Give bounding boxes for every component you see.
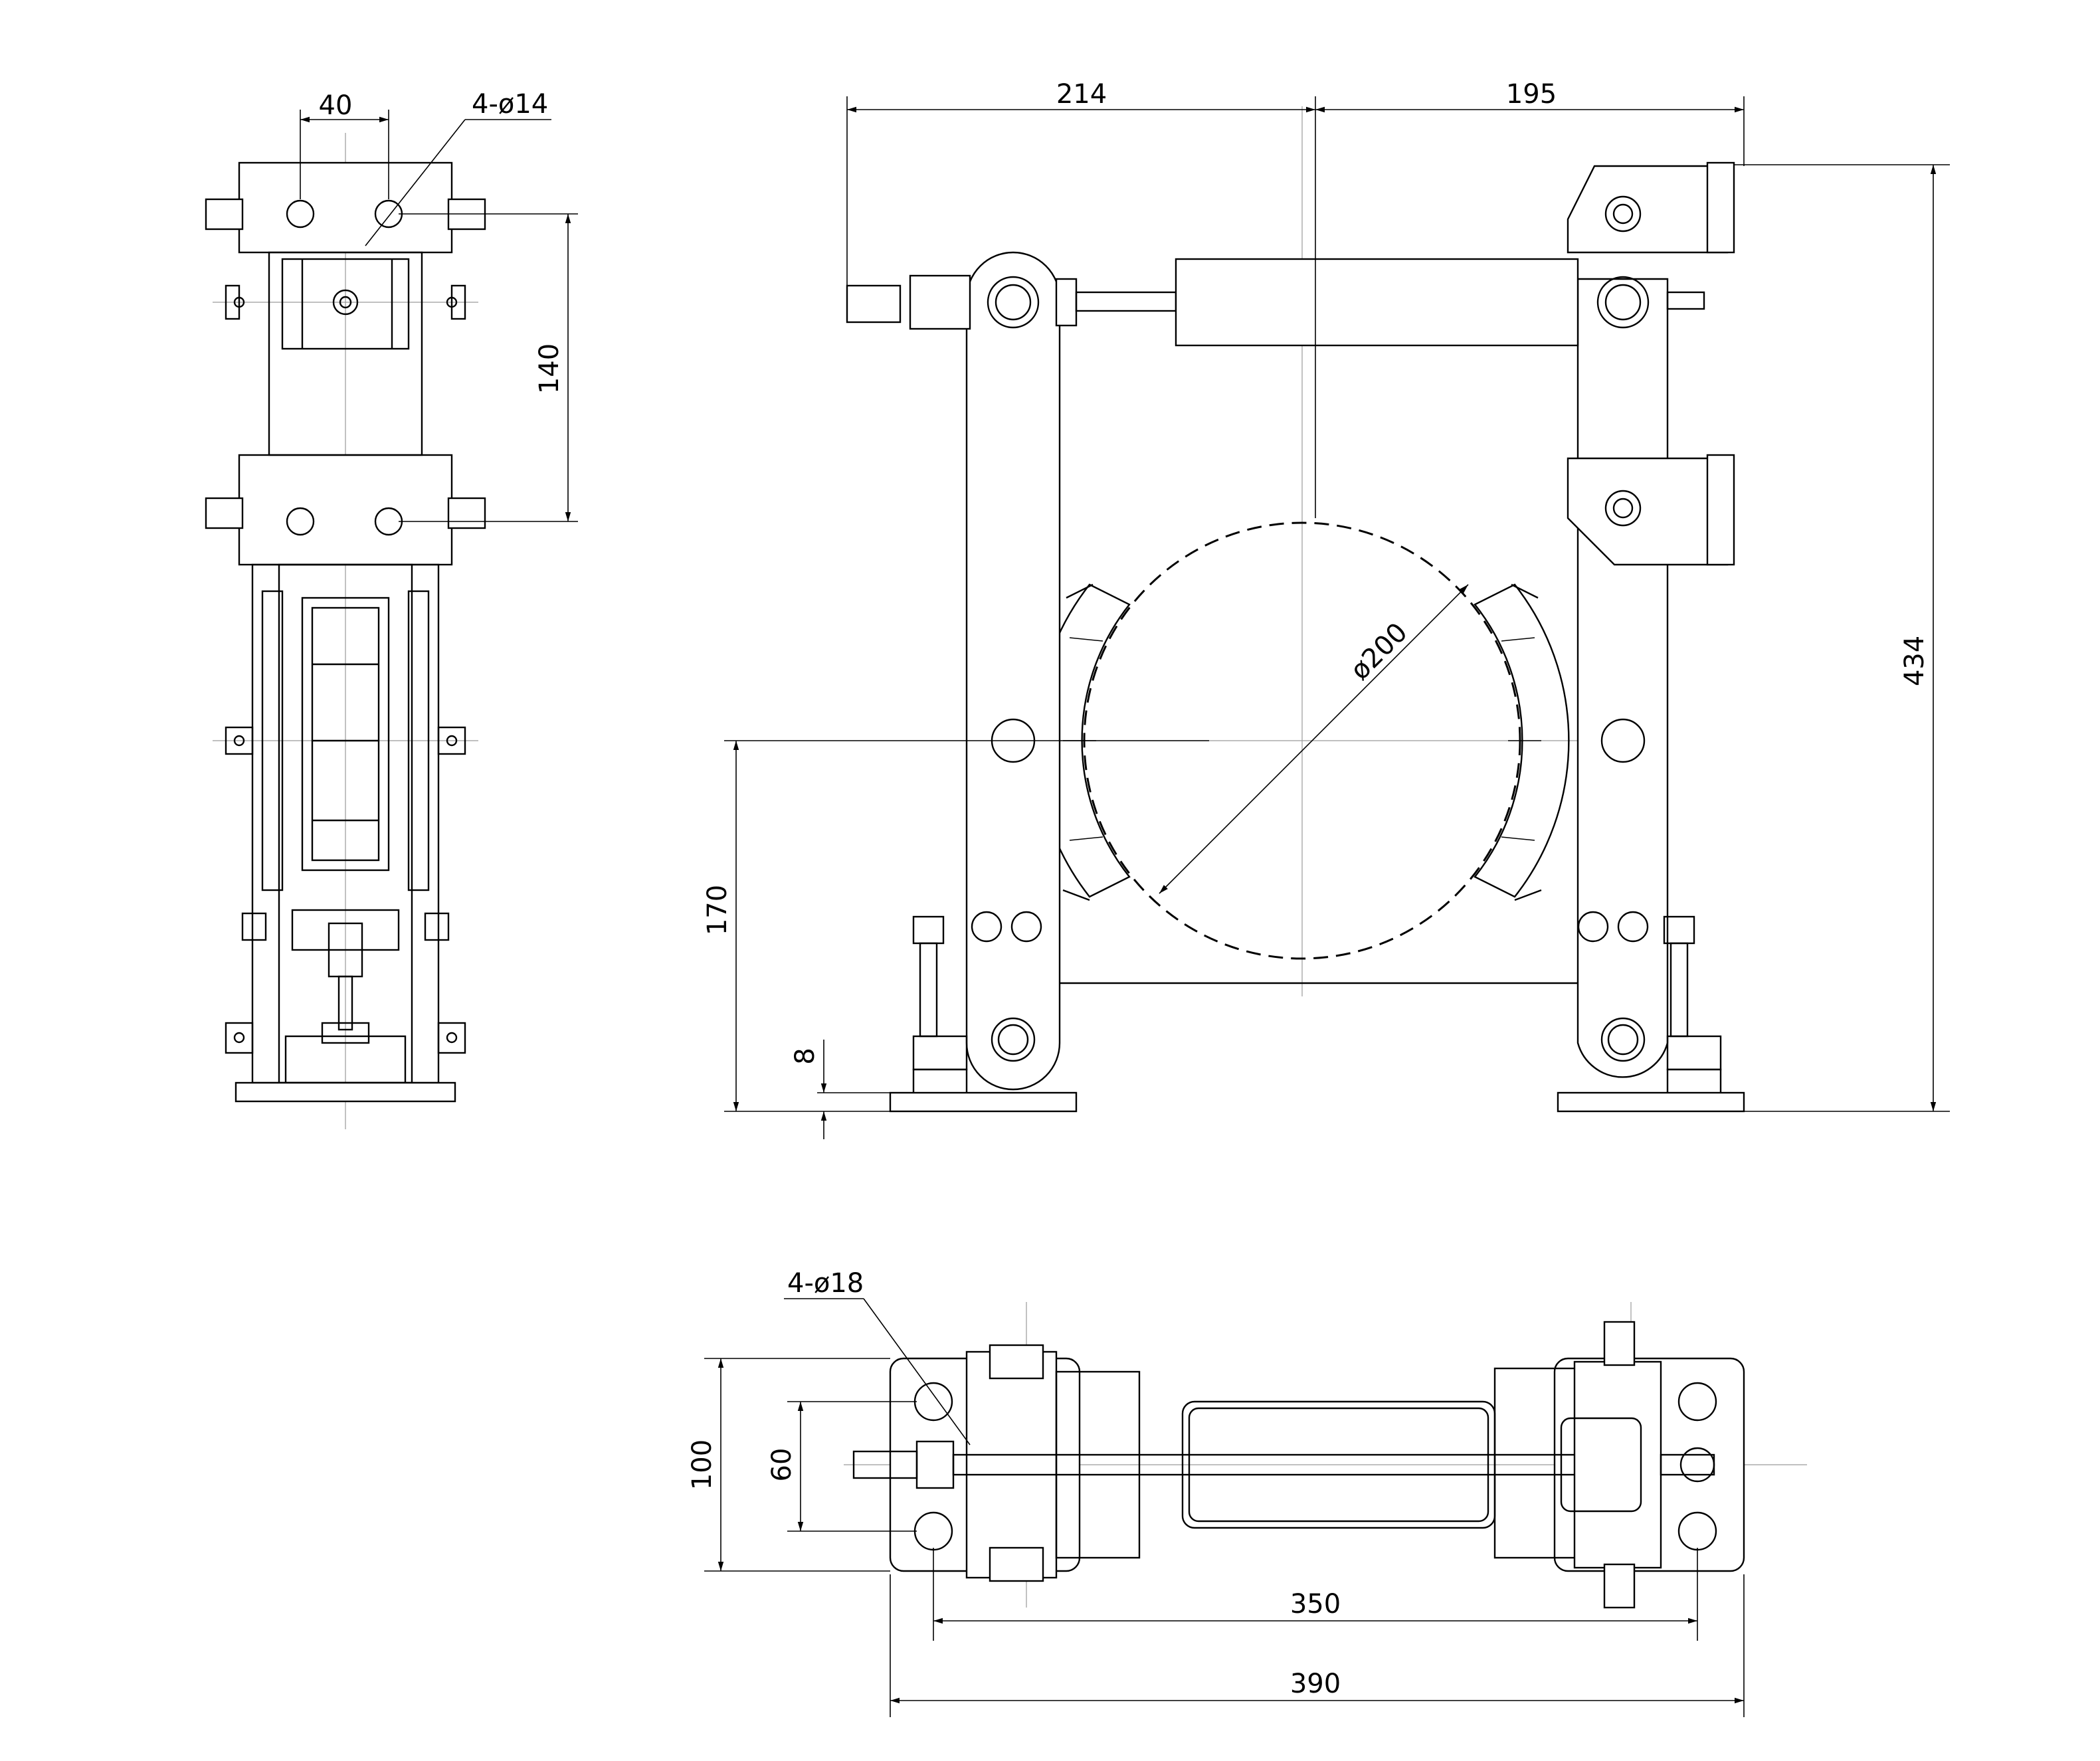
dim-vertical-spacing: 140 — [534, 343, 565, 394]
callout-holes-18: 4-ø18 — [787, 1268, 864, 1299]
dim-total-height: 434 — [1899, 636, 1930, 686]
dim-base-width: 100 — [687, 1439, 717, 1490]
dim-axis-height: 170 — [702, 885, 733, 935]
front-view: 214 195 434 170 8 ø200 — [702, 79, 1950, 1139]
dim-left-span: 214 — [1056, 79, 1107, 110]
dim-hole-spacing: 40 — [319, 90, 353, 121]
callout-holes-14: 4-ø14 — [472, 89, 548, 120]
dim-hole-spacing-x: 350 — [1290, 1589, 1341, 1620]
dim-base-thickness: 8 — [790, 1048, 820, 1064]
plan-view: 4-ø18 100 60 350 390 — [687, 1268, 1807, 1717]
dim-hole-spacing-y: 60 — [767, 1448, 797, 1482]
dim-drum-diameter: ø200 — [1345, 617, 1414, 686]
dim-right-span: 195 — [1506, 79, 1557, 110]
side-view: 40 4-ø14 140 — [205, 89, 578, 1129]
dim-total-length: 390 — [1290, 1669, 1341, 1699]
